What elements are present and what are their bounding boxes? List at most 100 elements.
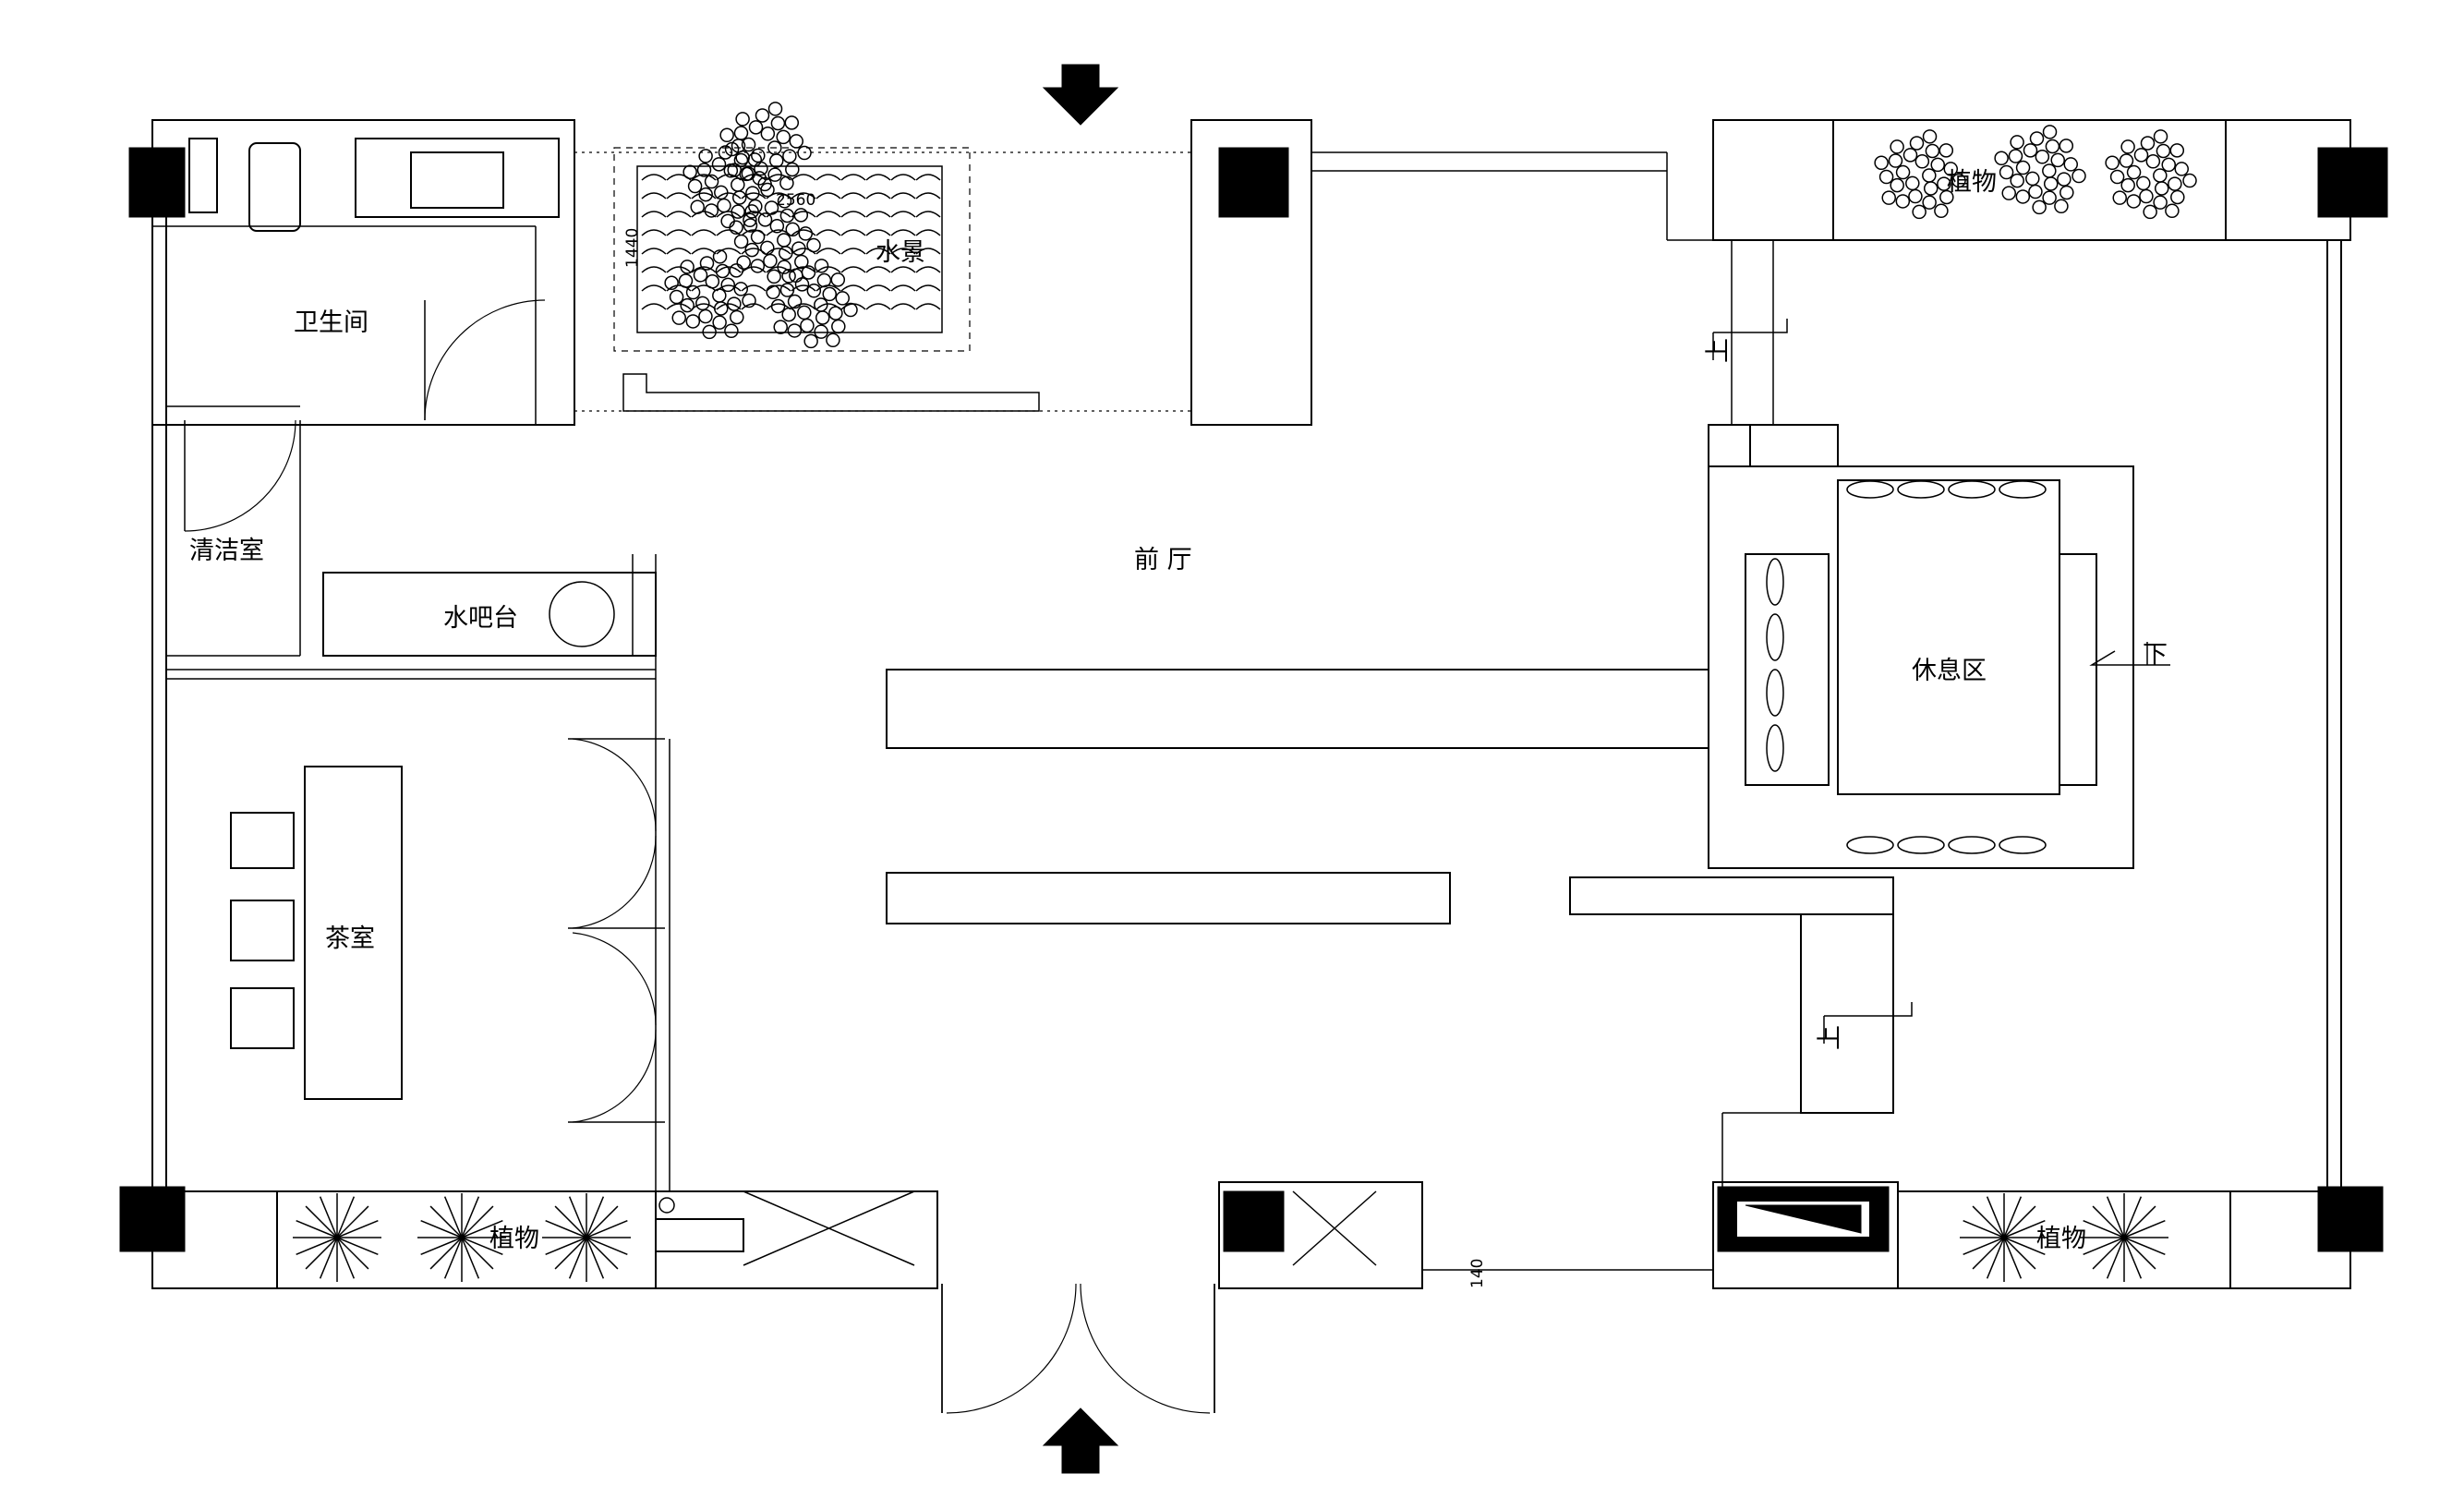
wave-mark	[890, 266, 916, 273]
wave-mark	[865, 266, 891, 273]
wave-mark	[691, 284, 717, 292]
wave-mark	[641, 266, 667, 273]
wave-mark	[865, 174, 891, 181]
wave-mark	[691, 229, 717, 236]
column	[2317, 147, 2388, 218]
wave-mark	[865, 248, 891, 255]
wave-mark	[641, 174, 667, 181]
wave-mark	[791, 174, 816, 181]
column	[119, 1186, 186, 1252]
wave-mark	[890, 248, 916, 255]
wave-mark	[766, 266, 791, 273]
wave-mark	[741, 248, 767, 255]
wave-mark	[890, 303, 916, 310]
wave-mark	[840, 284, 866, 292]
dim-pool-width: 2560	[776, 191, 815, 210]
wave-mark	[641, 303, 667, 310]
wave-mark	[766, 284, 791, 292]
fan-plant-icon	[417, 1193, 506, 1282]
structural-columns	[119, 147, 2388, 1252]
label-plants-bottom-left: 植物	[489, 1225, 539, 1253]
planters	[293, 102, 2197, 1282]
shrub-icon	[1874, 129, 1966, 220]
wave-mark	[840, 266, 866, 273]
column	[128, 147, 186, 218]
shrub-icon	[682, 139, 775, 229]
wave-mark	[766, 248, 791, 255]
label-bathroom: 卫生间	[294, 308, 368, 337]
label-lounge: 休息区	[1912, 657, 1987, 685]
label-water-bar: 水吧台	[443, 604, 518, 633]
wave-mark	[890, 211, 916, 218]
wave-mark	[840, 229, 866, 236]
wave-mark	[641, 229, 667, 236]
wave-mark	[915, 211, 941, 218]
wave-mark	[716, 266, 742, 273]
fan-plant-icon	[1960, 1193, 2048, 1282]
room-labels: 卫生间 清洁室 水吧台 茶室 水景 前 厅 休息区 植物 植物 植物 上 下 上…	[189, 168, 2168, 1288]
wave-mark	[865, 303, 891, 310]
column	[2317, 1186, 2384, 1252]
shrub-icon	[2105, 129, 2197, 220]
wave-mark	[766, 211, 791, 218]
entry-arrow-top	[1042, 64, 1119, 126]
wave-mark	[890, 284, 916, 292]
wave-mark	[915, 192, 941, 199]
wave-mark	[716, 192, 742, 199]
fan-plant-icon	[293, 1193, 381, 1282]
wave-mark	[716, 211, 742, 218]
wave-mark	[865, 284, 891, 292]
wave-mark	[890, 174, 916, 181]
stair-markers	[1712, 319, 2170, 1044]
wave-mark	[691, 174, 717, 181]
wave-mark	[865, 211, 891, 218]
wave-mark	[815, 174, 841, 181]
entry-arrow-bottom	[1042, 1407, 1119, 1474]
label-plants-bottom-right: 植物	[2036, 1225, 2086, 1253]
wave-mark	[915, 248, 941, 255]
wave-mark	[691, 303, 717, 310]
fan-plant-icon	[542, 1193, 631, 1282]
stair-up-2: 上	[1816, 1025, 1844, 1050]
wave-mark	[791, 192, 816, 199]
label-front-hall: 前 厅	[1134, 546, 1192, 574]
wave-mark	[865, 229, 891, 236]
wave-mark	[741, 192, 767, 199]
wave-mark	[666, 303, 692, 310]
wave-mark	[840, 248, 866, 255]
wave-mark	[840, 211, 866, 218]
entrance-arrows	[1042, 64, 1119, 1474]
wave-mark	[641, 284, 667, 292]
wave-mark	[890, 229, 916, 236]
wave-mark	[915, 266, 941, 273]
wave-mark	[815, 211, 841, 218]
shrub-icon	[729, 194, 821, 284]
wave-mark	[815, 192, 841, 199]
shrub-icon	[766, 259, 858, 349]
wave-mark	[716, 284, 742, 292]
wave-mark	[741, 303, 767, 310]
label-plants-top: 植物	[1947, 168, 1997, 197]
wave-mark	[915, 229, 941, 236]
shrub-icon	[664, 249, 756, 340]
label-water-feature: 水景	[876, 238, 925, 267]
wave-mark	[865, 192, 891, 199]
wave-mark	[641, 248, 667, 255]
wave-mark	[641, 192, 667, 199]
entrance-door[interactable]	[941, 1283, 1215, 1414]
wave-mark	[666, 266, 692, 273]
wave-mark	[890, 192, 916, 199]
stair-down-1: 下	[2143, 641, 2168, 670]
wave-mark	[666, 192, 692, 199]
wave-mark	[666, 211, 692, 218]
wave-mark	[641, 211, 667, 218]
wave-mark	[691, 248, 717, 255]
interior-walls	[166, 240, 2134, 1266]
stair-up-1: 上	[1704, 338, 1733, 363]
wave-mark	[716, 229, 742, 236]
wave-mark	[691, 266, 717, 273]
wave-mark	[666, 248, 692, 255]
wave-mark	[815, 248, 841, 255]
label-tea-room: 茶室	[325, 924, 375, 953]
column	[1218, 147, 1289, 218]
